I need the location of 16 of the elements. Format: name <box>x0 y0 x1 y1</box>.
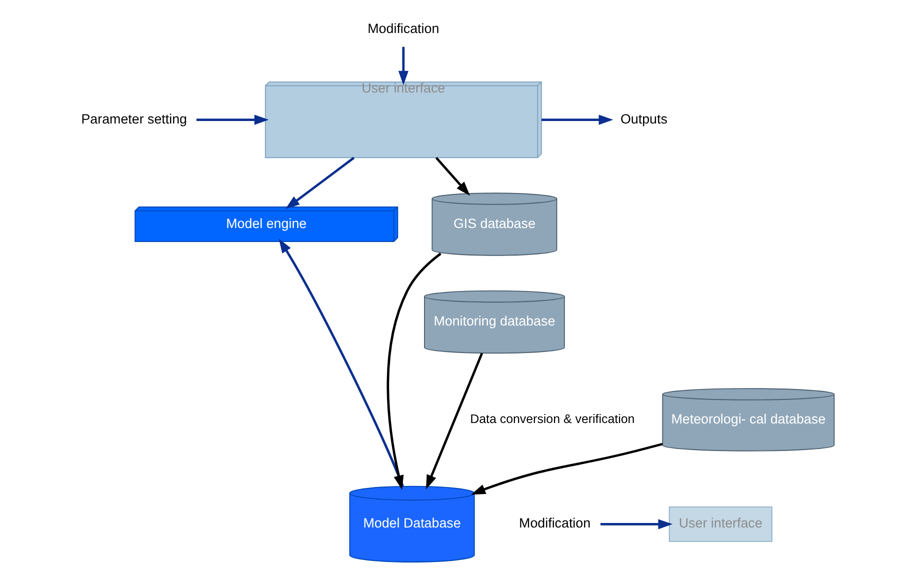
arrow <box>542 114 614 125</box>
node-text: Modification <box>519 516 591 531</box>
arrow <box>386 252 442 490</box>
node-text: Parameter setting <box>81 111 188 126</box>
node-text: Modification <box>368 20 440 36</box>
arrow <box>285 156 355 210</box>
node-box: User interface <box>668 506 772 542</box>
arrow <box>600 519 673 530</box>
arrow <box>278 238 404 487</box>
arrow <box>398 46 408 86</box>
arrow <box>196 114 269 125</box>
arrow <box>435 156 470 196</box>
node-text: Outputs <box>620 111 668 126</box>
arrow <box>426 352 484 490</box>
edge-label: Data conversion & verification <box>470 412 635 426</box>
arrow <box>471 442 663 495</box>
